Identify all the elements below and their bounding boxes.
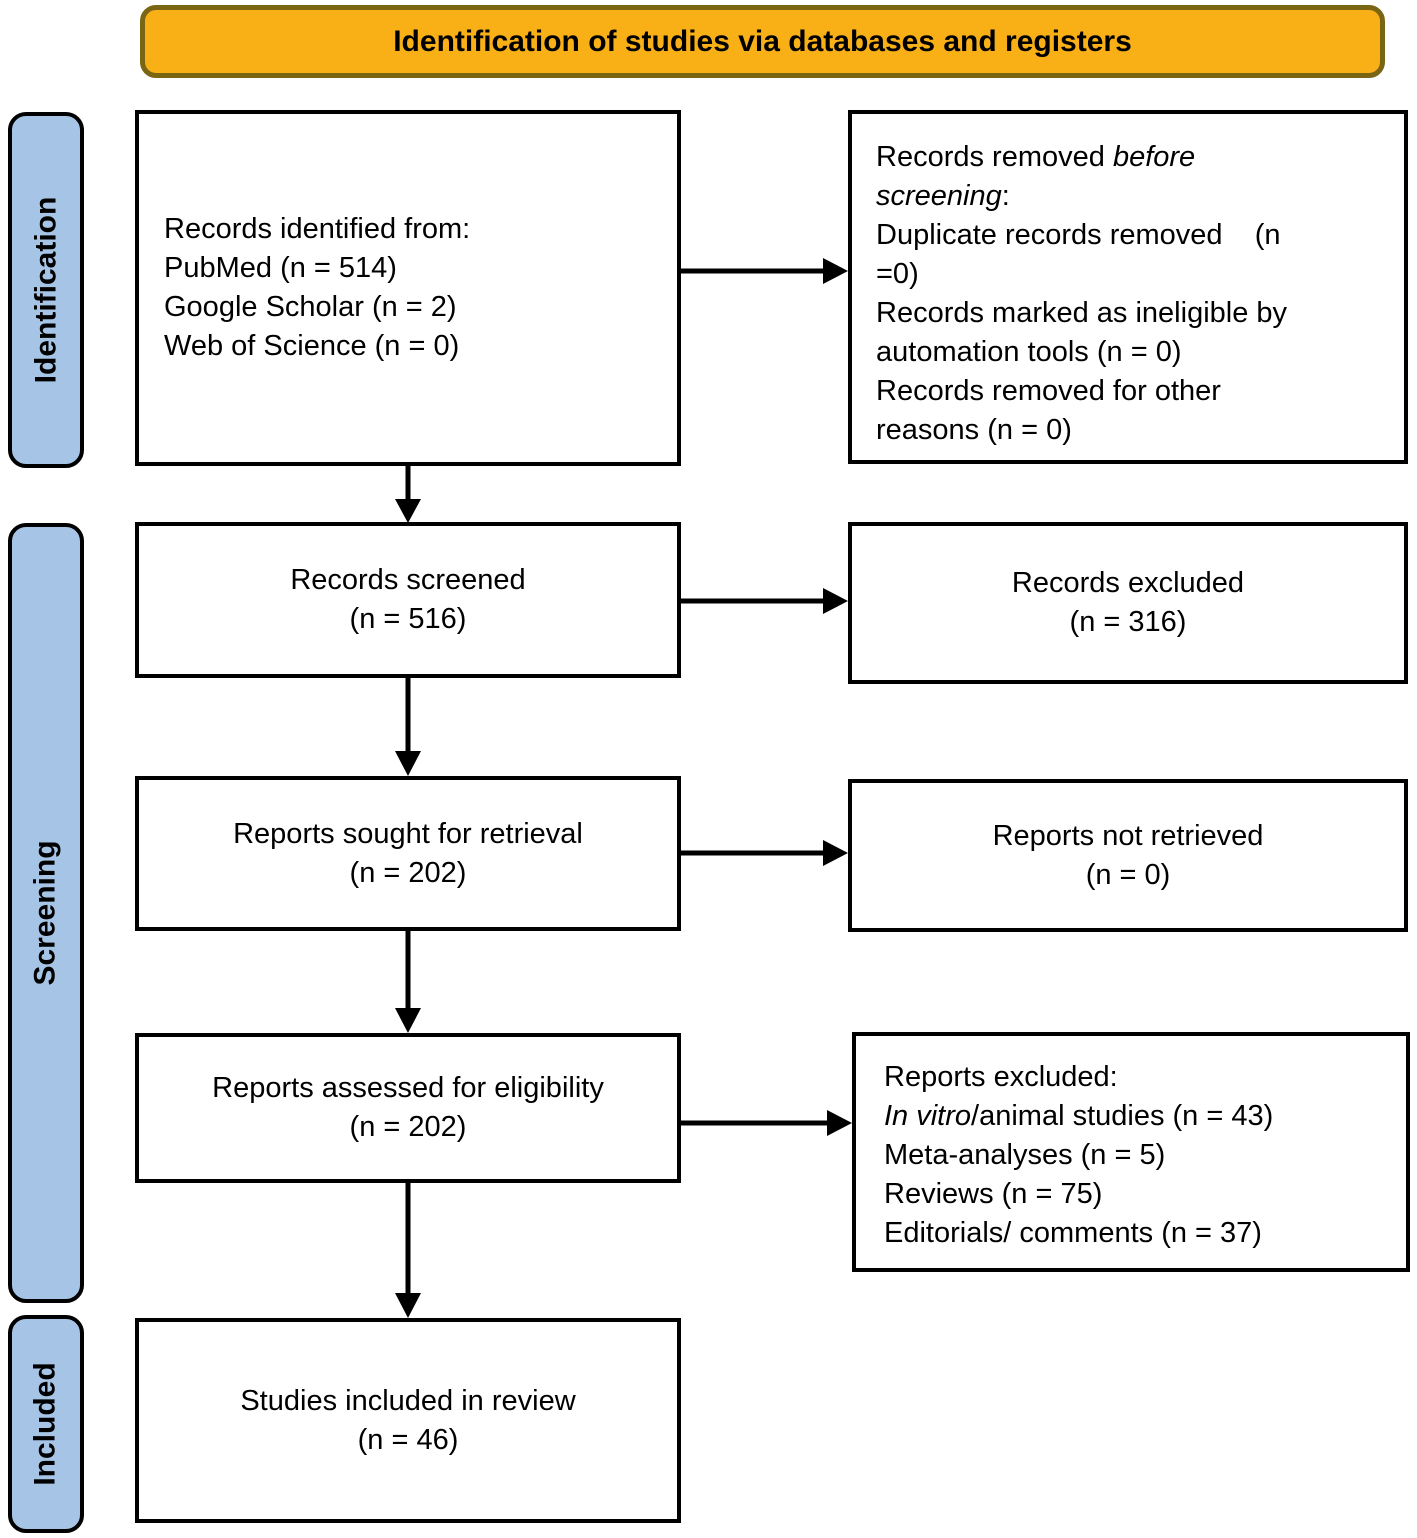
box-reports-not-retrieved: Reports not retrieved (n = 0) [848, 779, 1408, 932]
stage-label-identification: Identification [8, 112, 84, 468]
studies-included-count: (n = 46) [357, 1423, 459, 1456]
reports-excluded-line: In vitro/animal studies (n = 43) [884, 1100, 1274, 1132]
box-reports-excluded: Reports excluded: In vitro/animal studie… [852, 1032, 1410, 1272]
reports-excluded-line: Meta-analyses (n = 5) [884, 1139, 1166, 1171]
banner-title-text: Identification of studies via databases … [393, 24, 1132, 58]
records-removed-line: =0) [876, 258, 919, 290]
box-records-removed: Records removed before screening: Duplic… [848, 110, 1408, 464]
records-removed-line: reasons (n = 0) [876, 414, 1072, 446]
box-reports-sought: Reports sought for retrieval (n = 202) [135, 776, 681, 931]
stage-label-included-text: Included [29, 1362, 62, 1486]
stage-label-screening: Screening [8, 523, 84, 1303]
records-identified-line: Records identified from: [164, 213, 471, 245]
arrow-screened-to-sought [395, 678, 421, 776]
reports-assessed-label: Reports assessed for eligibility [212, 1072, 604, 1104]
reports-excluded-line: Reviews (n = 75) [884, 1178, 1103, 1210]
records-removed-line: Records removed before [876, 141, 1196, 173]
records-screened-label: Records screened [290, 564, 526, 596]
reports-not-retrieved-count: (n = 0) [1085, 858, 1171, 891]
reports-sought-count: (n = 202) [349, 856, 467, 889]
records-removed-line: Duplicate records removed (n [876, 219, 1281, 251]
reports-excluded-line: Reports excluded: [884, 1061, 1118, 1093]
records-removed-line: Records removed for other [876, 375, 1221, 407]
arrow-assessed-to-included [395, 1183, 421, 1318]
arrow-sought-to-not-retrieved [681, 840, 848, 866]
stage-label-screening-text: Screening [29, 840, 62, 986]
box-records-identified: Records identified from: PubMed (n = 514… [135, 110, 681, 466]
arrow-sought-to-assessed [395, 931, 421, 1033]
box-studies-included: Studies included in review (n = 46) [135, 1318, 681, 1523]
arrow-screened-to-excluded [681, 588, 848, 614]
box-records-excluded: Records excluded (n = 316) [848, 522, 1408, 684]
arrow-identified-to-screened [395, 466, 421, 523]
records-identified-line: PubMed (n = 514) [164, 252, 397, 284]
records-removed-line: automation tools (n = 0) [876, 336, 1182, 368]
arrow-assessed-to-reports-excluded [681, 1110, 852, 1136]
records-excluded-count: (n = 316) [1069, 606, 1187, 638]
box-reports-assessed: Reports assessed for eligibility (n = 20… [135, 1033, 681, 1183]
records-identified-line: Google Scholar (n = 2) [164, 291, 457, 323]
box-records-screened: Records screened (n = 516) [135, 522, 681, 678]
records-removed-line: Records marked as ineligible by [876, 297, 1288, 329]
reports-not-retrieved-label: Reports not retrieved [992, 819, 1264, 852]
records-removed-line: screening: [876, 180, 1010, 212]
reports-excluded-line: Editorials/ comments (n = 37) [884, 1217, 1262, 1249]
studies-included-label: Studies included in review [240, 1384, 576, 1417]
stage-label-identification-text: Identification [29, 196, 63, 384]
banner-title: Identification of studies via databases … [140, 5, 1385, 78]
reports-sought-label: Reports sought for retrieval [233, 817, 583, 850]
arrow-identified-to-removed [681, 258, 848, 284]
stage-label-included: Included [8, 1315, 84, 1533]
reports-assessed-count: (n = 202) [349, 1111, 467, 1143]
records-excluded-label: Records excluded [1011, 567, 1245, 599]
records-identified-line: Web of Science (n = 0) [164, 330, 460, 362]
records-screened-count: (n = 516) [349, 603, 467, 635]
